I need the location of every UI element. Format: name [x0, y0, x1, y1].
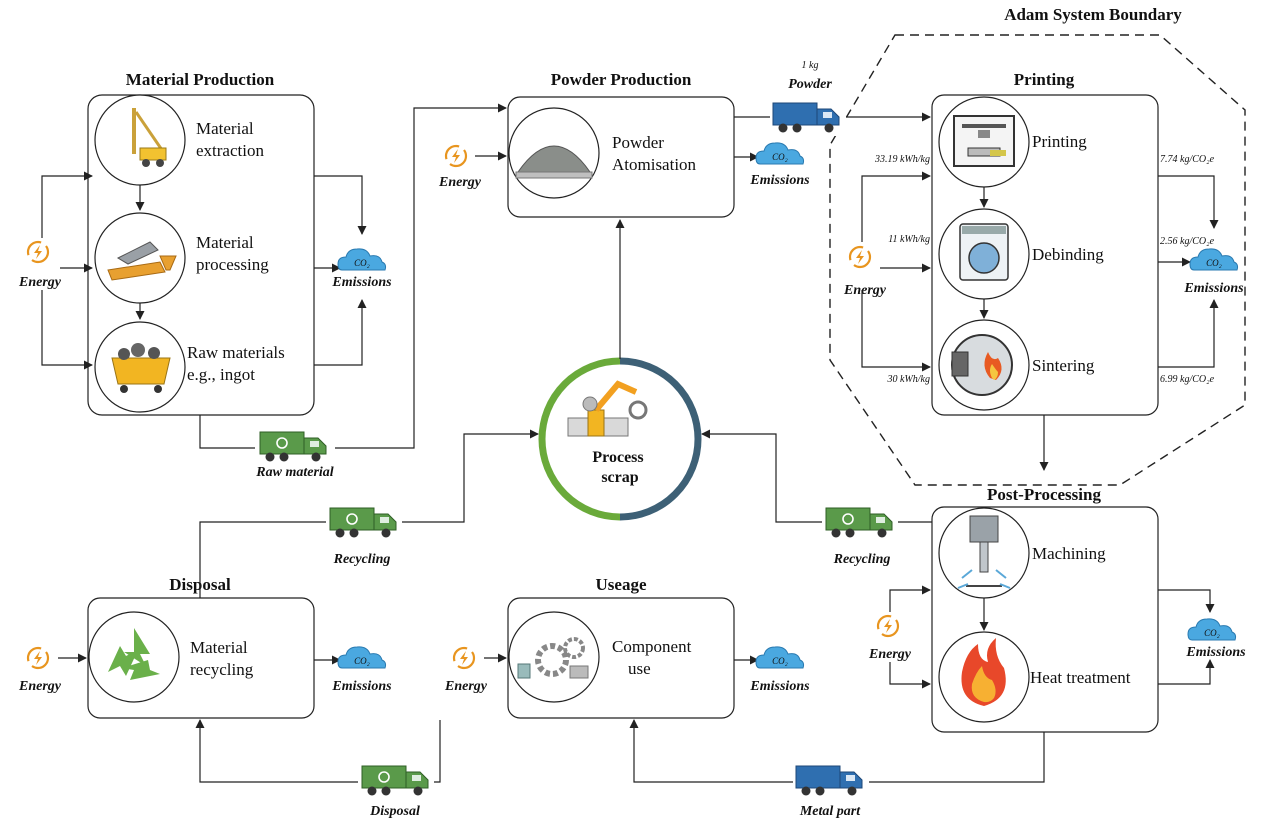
- energy-icon: [876, 614, 900, 638]
- material-production-title: Material Production: [126, 70, 275, 89]
- raw-material-transport-label: Raw material: [255, 465, 334, 480]
- emissions-label: Emissions: [1185, 645, 1246, 660]
- heat-treatment-step-label: Heat treatment: [1030, 668, 1131, 687]
- component-use-circle: [508, 611, 600, 703]
- 3d-printer-icon: [953, 115, 1015, 167]
- energy-icon: [444, 144, 468, 168]
- debinding-step-label: Debinding: [1032, 245, 1104, 264]
- recycling-transport-label: Recycling: [833, 552, 891, 567]
- powder-pile-icon: [515, 145, 593, 179]
- sintering-energy-value: 30 kWh/kg: [887, 374, 931, 385]
- raw-materials-label: Raw materials e.g., ingot: [187, 343, 289, 384]
- powder-production-title: Powder Production: [551, 70, 692, 89]
- emissions-label: Emissions: [331, 275, 392, 290]
- energy-icon: [452, 646, 476, 670]
- robot-arm-icon: [567, 380, 648, 437]
- powder-quantity: 1 kg: [802, 60, 819, 71]
- metal-part-transport-label: Metal part: [799, 804, 861, 819]
- adam-system-boundary: [829, 34, 1246, 486]
- co2-label: CO₂: [354, 656, 370, 666]
- washing-machine-icon: [959, 223, 1009, 281]
- material-recycling-label: Material recycling: [190, 638, 254, 679]
- useage-title: Useage: [596, 575, 647, 594]
- sintering-emission-value: 6.99 kg/CO₂e: [1160, 374, 1215, 385]
- ore-cart-icon: [111, 343, 171, 393]
- printing-title: Printing: [1014, 70, 1075, 89]
- sintering-step-label: Sintering: [1032, 356, 1095, 375]
- emissions-label: Emissions: [1183, 281, 1244, 296]
- co2-label: CO₂: [772, 656, 788, 666]
- energy-label: Energy: [843, 283, 887, 298]
- emissions-label: Emissions: [749, 679, 810, 694]
- post-processing-title: Post-Processing: [987, 485, 1101, 504]
- scrap-ring-green: [538, 357, 621, 521]
- gears-icon: [517, 637, 589, 679]
- debinding-energy-value: 11 kWh/kg: [888, 234, 930, 245]
- energy-label: Energy: [868, 647, 912, 662]
- material-extraction-label: Material extraction: [196, 119, 264, 160]
- emissions-label: Emissions: [749, 173, 810, 188]
- boundary-title: Adam System Boundary: [1004, 5, 1182, 24]
- co2-label: CO₂: [354, 258, 370, 268]
- co2-label: CO₂: [1204, 628, 1220, 638]
- material-processing-label: Material processing: [196, 233, 269, 274]
- scrap-ring-slate: [619, 357, 702, 521]
- component-use-label: Component use: [612, 637, 696, 678]
- drill-icon: [957, 515, 1011, 589]
- processing-icon: [107, 241, 177, 281]
- energy-label: Energy: [444, 679, 488, 694]
- energy-icon: [26, 240, 50, 264]
- co2-label: CO₂: [772, 152, 788, 162]
- energy-label: Energy: [438, 175, 482, 190]
- energy-label: Energy: [18, 275, 62, 290]
- fire-icon: [961, 638, 1006, 706]
- printing-step-label: Printing: [1032, 132, 1087, 151]
- drill-rig-icon: [132, 108, 167, 167]
- powder-transport-label: Powder: [788, 77, 832, 92]
- disposal-transport-label: Disposal: [369, 804, 420, 819]
- recycling-transport-label: Recycling: [333, 552, 391, 567]
- printing-emission-value: 7.74 kg/CO₂e: [1160, 154, 1215, 165]
- recycle-icon: [108, 628, 160, 680]
- powder-atomisation-label: Powder Atomisation: [612, 133, 697, 174]
- debinding-emission-value: 2.56 kg/CO₂e: [1160, 236, 1215, 247]
- process-scrap-label: Process scrap: [592, 449, 647, 486]
- co2-label: CO₂: [1206, 258, 1222, 268]
- emissions-label: Emissions: [331, 679, 392, 694]
- energy-icon: [26, 646, 50, 670]
- machining-step-label: Machining: [1032, 544, 1106, 563]
- energy-label: Energy: [18, 679, 62, 694]
- printing-energy-value: 33.19 kWh/kg: [874, 154, 930, 165]
- furnace-icon: [951, 334, 1013, 396]
- material-extraction-circle: [94, 94, 186, 186]
- energy-icon: [848, 245, 872, 269]
